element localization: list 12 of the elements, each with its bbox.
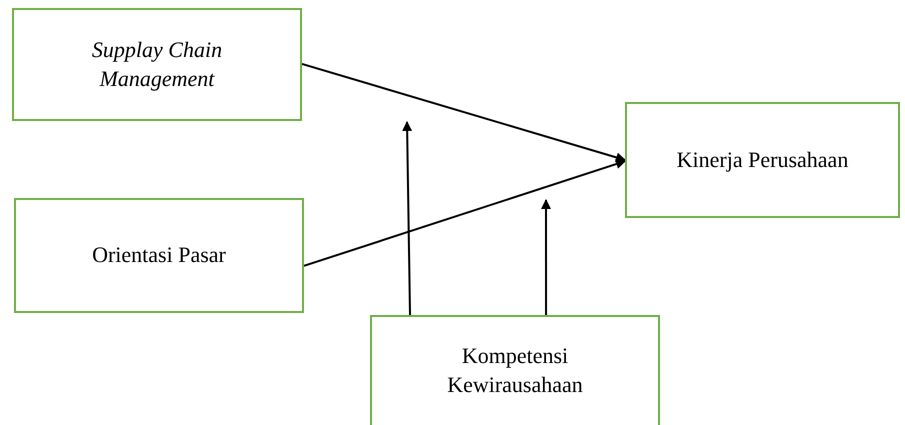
variable-label: Kompetensi Kewirausahaan [446, 342, 584, 399]
arrow [302, 62, 626, 162]
variable-box [14, 198, 304, 313]
variable-label: Supplay Chain Management [90, 36, 224, 93]
arrow [304, 159, 626, 267]
arrow [402, 121, 412, 316]
variable-box [12, 8, 302, 121]
arrow [541, 199, 551, 315]
variable-label: Kinerja Perusahaan [676, 146, 848, 174]
variable-box [625, 102, 900, 218]
variable-label: Orientasi Pasar [92, 241, 226, 270]
variable-box [370, 315, 660, 425]
